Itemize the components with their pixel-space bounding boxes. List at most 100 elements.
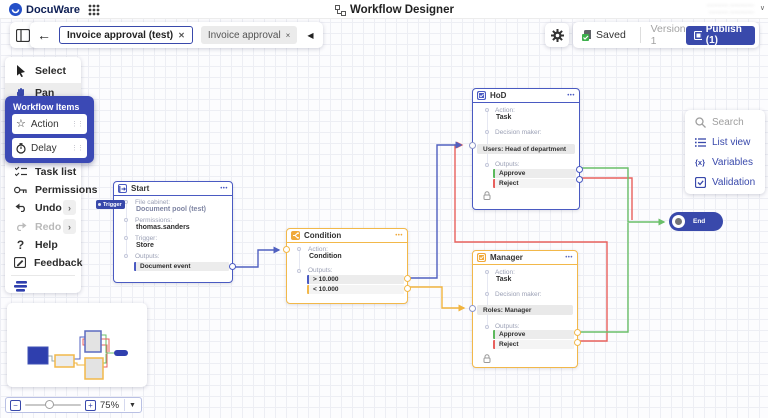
output-port[interactable] <box>576 176 583 183</box>
workflow-items-panel: Workflow Items ☆ Action ⋮⋮ Delay ⋮⋮ <box>5 96 94 163</box>
drag-handle-icon[interactable]: ⋮⋮ <box>71 145 84 152</box>
output-lt-10000[interactable]: < 10.000 <box>307 285 404 294</box>
node-menu-icon[interactable]: ••• <box>395 232 403 239</box>
output-label: Reject <box>499 341 519 348</box>
node-start[interactable]: Start ••• File cabinet: Document pool (t… <box>113 181 236 283</box>
drag-handle-icon[interactable]: ⋮⋮ <box>71 121 84 128</box>
node-menu-icon[interactable]: ••• <box>565 254 573 261</box>
publish-label: Publish (1) <box>705 24 742 46</box>
publish-icon <box>694 30 702 40</box>
edge-start-to-condition[interactable] <box>233 246 281 268</box>
minimap[interactable] <box>7 303 147 387</box>
field-label: Action: <box>495 107 515 114</box>
input-port[interactable] <box>283 246 290 253</box>
tool-permissions[interactable]: Permissions <box>5 180 97 199</box>
field-label: Permissions: <box>135 217 173 224</box>
tab-close-icon[interactable]: ✕ <box>178 30 185 40</box>
zoom-dropdown-icon[interactable]: ▼ <box>129 401 136 409</box>
zoom-out-button[interactable]: − <box>10 399 21 411</box>
tab-invoice-approval-test[interactable]: Invoice approval (test) ✕ <box>59 26 193 44</box>
node-header: HoD ••• <box>473 89 579 103</box>
tool-feedback[interactable]: Feedback <box>5 253 82 272</box>
user-menu-chevron-icon[interactable]: ∨ <box>759 5 765 12</box>
output-port[interactable] <box>574 329 581 336</box>
workflow-designer-icon <box>335 5 346 16</box>
tool-label: Task list <box>35 165 77 178</box>
workflow-item-delay[interactable]: Delay ⋮⋮ <box>12 138 87 158</box>
node-menu-icon[interactable]: ••• <box>220 185 228 192</box>
workflow-item-action[interactable]: ☆ Action ⋮⋮ <box>12 114 87 134</box>
key-icon <box>14 185 27 195</box>
node-manager[interactable]: Manager ••• Action: Task Decision maker:… <box>469 250 581 368</box>
node-condition[interactable]: Condition ••• Action: Condition Outputs:… <box>283 228 411 304</box>
input-port[interactable] <box>469 142 476 149</box>
node-header: Manager ••• <box>473 251 577 265</box>
collapse-tabs-icon[interactable]: ◀ <box>307 30 314 40</box>
redo-options-chevron[interactable]: › <box>63 219 76 234</box>
tab-close-icon[interactable]: × <box>285 30 291 40</box>
edge-hod-approve-to-end[interactable] <box>580 167 666 226</box>
field-value: thomas.sanders <box>136 224 190 231</box>
tool-label: Action <box>30 118 59 130</box>
back-arrow-button[interactable]: ← <box>37 27 51 43</box>
item-label: Variables <box>712 156 753 168</box>
output-label: > 10.000 <box>313 276 339 283</box>
tool-redo[interactable]: Redo › <box>5 217 81 236</box>
tool-undo[interactable]: Undo › <box>5 198 81 217</box>
output-port[interactable] <box>404 275 411 282</box>
field-label: File cabinet: <box>135 199 171 206</box>
assignee-label: Users: Head of department <box>483 145 567 153</box>
tool-help[interactable]: ? Help <box>5 235 81 254</box>
apps-grid-icon[interactable] <box>88 4 100 16</box>
settings-button[interactable] <box>545 23 569 47</box>
stacked-bars-icon[interactable] <box>14 281 29 292</box>
list-view-item[interactable]: List view <box>685 132 765 152</box>
outputs-label: Outputs: <box>495 161 520 168</box>
zoom-in-button[interactable]: + <box>85 399 96 411</box>
publish-button[interactable]: Publish (1) <box>686 24 755 46</box>
assignee-row[interactable]: Roles: Manager <box>477 305 573 315</box>
validation-item[interactable]: Validation <box>685 172 765 192</box>
output-reject[interactable]: Reject <box>493 340 574 349</box>
search-item[interactable]: Search <box>685 112 765 132</box>
input-port[interactable] <box>469 305 476 312</box>
help-icon: ? <box>16 237 25 252</box>
variables-icon: {x} <box>694 157 705 167</box>
field-label: Decision maker: <box>495 129 542 136</box>
node-title: Start <box>131 184 150 193</box>
item-label: Validation <box>712 176 756 188</box>
tool-select[interactable]: Select <box>5 61 81 80</box>
tool-label: Undo <box>35 201 62 214</box>
output-gt-10000[interactable]: > 10.000 <box>307 275 404 284</box>
task-list-icon <box>14 166 27 177</box>
assignee-row[interactable]: Users: Head of department <box>477 144 575 154</box>
node-title: End <box>693 218 706 225</box>
output-port[interactable] <box>404 285 411 292</box>
start-node-icon <box>118 184 127 193</box>
edge-condition-gt-to-hod[interactable] <box>408 141 463 279</box>
output-port[interactable] <box>229 263 236 270</box>
output-approve[interactable]: Approve <box>493 169 576 178</box>
output-reject[interactable]: Reject <box>493 179 576 188</box>
zoom-slider-handle[interactable] <box>45 400 54 409</box>
node-menu-icon[interactable]: ••• <box>567 92 575 99</box>
node-end[interactable]: End <box>669 212 723 231</box>
output-port[interactable] <box>574 339 581 346</box>
zoom-slider[interactable] <box>25 400 81 409</box>
edge-manager-approve-to-end[interactable] <box>578 223 629 333</box>
edge-hod-reject-to-end[interactable] <box>580 177 633 220</box>
variables-item[interactable]: {x} Variables <box>685 152 765 172</box>
tab-label: Invoice approval (test) <box>67 29 174 41</box>
node-hod[interactable]: HoD ••• Action: Task Decision maker: Use… <box>469 88 583 210</box>
tool-task-list[interactable]: Task list <box>5 162 81 181</box>
user-org-redacted: ········· ··········· <box>708 9 754 16</box>
node-title: Condition <box>304 231 342 240</box>
edge-condition-lt-to-manager[interactable] <box>408 286 466 312</box>
tab-invoice-approval[interactable]: Invoice approval × <box>200 26 298 44</box>
output-approve[interactable]: Approve <box>493 330 574 339</box>
node-title: Manager <box>490 253 523 262</box>
output-document-event[interactable]: Document event <box>134 262 229 271</box>
output-port[interactable] <box>576 166 583 173</box>
undo-options-chevron[interactable]: › <box>63 200 76 215</box>
